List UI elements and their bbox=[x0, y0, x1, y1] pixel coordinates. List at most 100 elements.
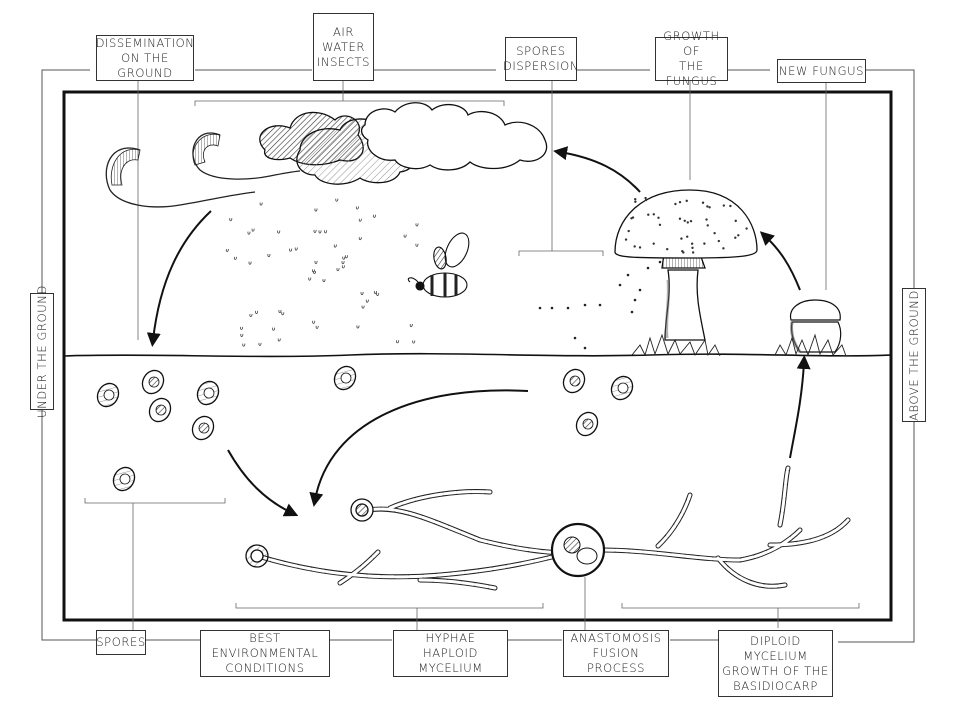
spore-nucleus bbox=[119, 473, 131, 485]
cap-dot bbox=[689, 219, 693, 223]
rain-drop bbox=[281, 312, 285, 316]
rain-drop bbox=[278, 309, 282, 314]
under-the-ground-text: UNDER THE GROUND bbox=[34, 285, 49, 418]
spore-dot bbox=[566, 306, 570, 310]
cap-dot bbox=[652, 213, 655, 216]
label-under-the-ground: UNDER THE GROUND bbox=[30, 285, 54, 418]
cap-dot bbox=[708, 206, 711, 209]
spore-dot bbox=[573, 336, 577, 340]
rain-drop bbox=[373, 214, 377, 218]
cap-dot bbox=[652, 242, 655, 245]
rain-drop bbox=[272, 327, 276, 331]
rain-drop bbox=[373, 290, 377, 295]
rain-drop bbox=[249, 313, 253, 318]
label-new-fungus: NEW FUNGUS bbox=[777, 59, 866, 83]
spore-dot bbox=[538, 306, 542, 310]
rain-drops bbox=[225, 198, 419, 347]
rain-drop bbox=[248, 261, 252, 265]
falling-spores bbox=[538, 260, 662, 350]
cap-dot bbox=[680, 237, 683, 240]
bee-icon bbox=[407, 232, 470, 298]
spore-dot bbox=[583, 303, 587, 307]
cap-dot bbox=[630, 217, 633, 220]
spore-nucleus bbox=[617, 382, 629, 394]
rain-drop bbox=[229, 218, 233, 222]
cap-dot bbox=[705, 218, 708, 221]
cap-dot bbox=[706, 205, 709, 208]
spore-nucleus bbox=[198, 422, 210, 434]
outer-frame bbox=[41, 69, 915, 643]
cap-dot bbox=[624, 238, 628, 241]
cap-dot bbox=[683, 219, 686, 223]
cap-dot bbox=[713, 231, 716, 235]
grass bbox=[631, 333, 847, 357]
label-growth-of-fungus: GROWTH OF THE FUNGUS bbox=[655, 29, 728, 88]
label-spores-dispersion: SPORES DISPERSION bbox=[503, 37, 578, 81]
rain-drop bbox=[267, 253, 271, 258]
cap-dot bbox=[638, 246, 642, 249]
spore-dot bbox=[598, 303, 602, 307]
rain-drop bbox=[312, 320, 316, 324]
rain-drop bbox=[318, 230, 322, 234]
rain-drop bbox=[336, 267, 340, 272]
cap-dot bbox=[691, 246, 694, 250]
cap-dot bbox=[703, 242, 706, 245]
rain-drop bbox=[341, 265, 345, 269]
rain-drop bbox=[314, 260, 318, 264]
cap-dot bbox=[678, 217, 682, 220]
label-above-the-ground: ABOVE THE GROUND bbox=[902, 288, 926, 422]
label-spores: SPORES bbox=[96, 630, 146, 655]
spore-nucleus bbox=[569, 375, 581, 387]
hyphae-inner bbox=[256, 466, 850, 590]
cap-dot bbox=[666, 247, 669, 251]
cap-dot bbox=[678, 200, 682, 204]
spore-nucleus bbox=[148, 376, 160, 388]
rain-drop bbox=[247, 231, 251, 235]
rain-drop bbox=[355, 206, 359, 210]
rain-drop bbox=[358, 218, 362, 222]
hyphae bbox=[255, 465, 851, 591]
label-air-water-insects: AIR WATER INSECTS bbox=[313, 13, 374, 81]
ground-line bbox=[63, 352, 892, 358]
rain-drop bbox=[315, 325, 319, 329]
cap-dot bbox=[644, 196, 647, 200]
rain-drop bbox=[240, 333, 244, 337]
label-hyphae: HYPHAE HAPLOID MYCELIUM bbox=[393, 630, 508, 677]
cap-dot bbox=[729, 204, 732, 208]
rain-drop bbox=[240, 326, 244, 330]
rain-drop bbox=[242, 343, 246, 347]
rain-drop bbox=[277, 230, 281, 234]
spore-dot bbox=[638, 288, 642, 292]
rain-drop bbox=[360, 291, 364, 296]
germinating-spore bbox=[245, 498, 374, 568]
label-dissemination: DISSEMINATION ON THE GROUND bbox=[95, 35, 195, 81]
spore-dot bbox=[550, 306, 554, 310]
rain-drop bbox=[342, 256, 346, 260]
cap-dot bbox=[686, 235, 689, 238]
spore-nucleus bbox=[203, 387, 215, 399]
cap-dot bbox=[682, 251, 685, 254]
spore-nucleus bbox=[103, 389, 115, 401]
cap-dot bbox=[686, 221, 689, 224]
rain-drop bbox=[308, 277, 312, 281]
spore-dot bbox=[633, 298, 637, 302]
rain-drop bbox=[289, 248, 293, 252]
anastomosis-cell bbox=[550, 522, 606, 578]
cap-dot bbox=[657, 216, 660, 219]
inner-frame bbox=[62, 90, 893, 622]
cap-dot bbox=[734, 219, 737, 223]
rain-drop bbox=[344, 255, 348, 259]
rain-drop bbox=[361, 305, 365, 309]
rain-drop bbox=[324, 230, 328, 234]
spore-dot bbox=[630, 310, 634, 314]
rain-drop bbox=[294, 247, 298, 251]
spore-dot bbox=[618, 283, 622, 287]
label-best-environmental-conditions: BEST ENVIRONMENTAL CONDITIONS bbox=[200, 630, 330, 677]
cap-dot bbox=[706, 224, 709, 227]
leader-lines bbox=[84, 80, 860, 630]
cap-dot bbox=[717, 239, 721, 243]
cap-dot bbox=[644, 198, 648, 202]
rain-drop bbox=[259, 202, 263, 206]
